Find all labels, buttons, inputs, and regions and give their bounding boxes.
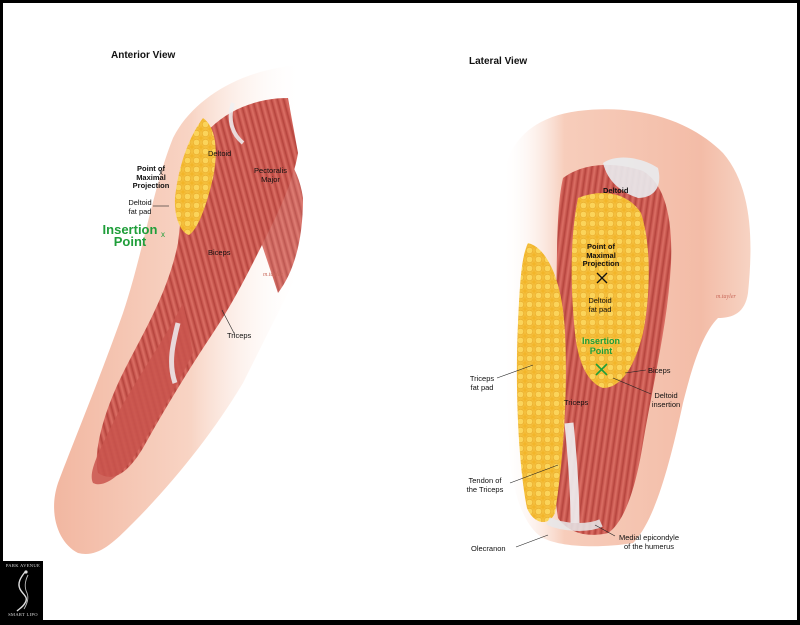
lateral-label-insertion: Insertion Point [581, 336, 620, 356]
anterior-forearm [91, 303, 193, 485]
artist-signature-left: m.tayler [263, 272, 283, 278]
anterior-label-triceps: Triceps [227, 331, 252, 340]
lateral-label-triceps: Triceps [564, 398, 589, 407]
lateral-label-epicondyle: Medial epicondyle of the humerus [618, 533, 680, 551]
anterior-label-biceps: Biceps [208, 248, 231, 257]
anterior-label-pectoralis: Pectoralis Major [254, 166, 287, 184]
artist-signature-right: m.tayler [716, 294, 736, 300]
anterior-label-insertion: Insertion Point [102, 222, 158, 249]
lateral-arm [496, 109, 751, 548]
anterior-pectoralis [245, 133, 303, 293]
lateral-label-point-projection: Point of Maximal Projection [582, 242, 620, 268]
lateral-label-deltoid-insertion: Deltoid insertion [651, 391, 681, 409]
lateral-label-deltoid: Deltoid [603, 186, 629, 195]
illustration-frame: x x [3, 3, 797, 620]
anterior-fat-pad [174, 118, 216, 235]
park-avenue-logo: PARK AVENUE SMART LIPO [3, 561, 43, 620]
logo-text-bottom: SMART LIPO [8, 612, 38, 617]
anterior-arm: x x [54, 65, 303, 554]
svg-text:x: x [161, 230, 165, 239]
lateral-label-fat-pad: Deltoid fat pad [588, 296, 612, 314]
lateral-label-tendon: Tendon of the Triceps [466, 476, 504, 494]
logo-figure-icon [16, 570, 29, 612]
anatomy-illustration: x x [54, 65, 751, 554]
anterior-label-point-projection: Point of Maximal Projection [132, 164, 170, 190]
anterior-title: Anterior View [111, 50, 176, 61]
svg-text:x: x [159, 168, 163, 177]
anterior-label-deltoid: Deltoid [208, 149, 232, 158]
lateral-deltoid-fat-pad [571, 193, 649, 388]
lateral-title: Lateral View [469, 56, 528, 67]
lateral-label-triceps-fat-pad: Triceps fat pad [469, 374, 495, 392]
lateral-label-biceps: Biceps [648, 366, 671, 375]
anterior-label-fat-pad: Deltoid fat pad [128, 198, 152, 216]
logo-text-top: PARK AVENUE [5, 563, 41, 568]
lateral-label-olecranon: Olecranon [471, 544, 506, 553]
lateral-triceps-fat-pad [516, 243, 566, 523]
